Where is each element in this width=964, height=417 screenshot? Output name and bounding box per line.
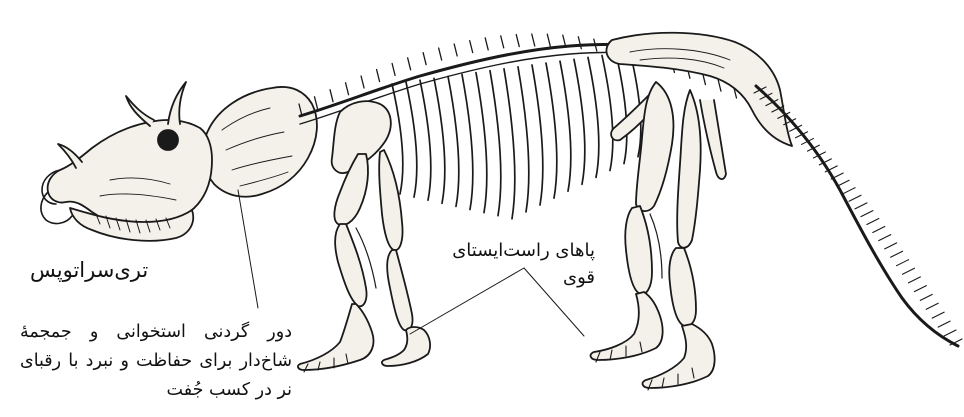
- tail-vertebra: [920, 294, 932, 300]
- rib: [448, 76, 459, 206]
- legs-annotation-line2: قوی: [445, 264, 595, 291]
- tail-vertebra: [855, 203, 867, 209]
- tail-vertebra: [902, 268, 914, 274]
- vertebra-spine: [532, 34, 535, 46]
- tail-vertebra: [891, 251, 903, 257]
- vertebra-spine: [516, 35, 519, 47]
- tail-vertebra: [885, 243, 897, 249]
- rib: [504, 69, 515, 219]
- subject-label: تری‌سراتوپس: [30, 258, 250, 282]
- brow-horn: [168, 82, 186, 124]
- vertebra-spine: [377, 70, 380, 82]
- tail-vertebra: [944, 330, 956, 336]
- tail-vertebra: [849, 195, 861, 201]
- legs-annotation-line1: پاهای راست‌ایستای: [445, 237, 595, 264]
- tail-vertebra: [879, 235, 891, 241]
- vertebra-spine: [578, 37, 581, 49]
- rib: [476, 73, 487, 213]
- rib: [490, 71, 501, 216]
- vertebra-spine: [501, 36, 504, 48]
- rib: [518, 67, 529, 212]
- neck-frill: [203, 87, 317, 197]
- rib: [588, 57, 599, 177]
- tail-vertebra: [837, 180, 849, 186]
- vertebra-spine: [470, 41, 473, 53]
- rib: [616, 54, 627, 164]
- tail-vertebra: [932, 312, 944, 318]
- frill-callout-line: [238, 190, 258, 308]
- rib: [546, 63, 557, 198]
- tail-vertebra: [867, 218, 879, 224]
- vertebra-spine: [423, 53, 426, 65]
- vertebra-spine: [346, 83, 349, 95]
- legs-annotation: پاهای راست‌ایستای قوی: [445, 237, 595, 291]
- rib: [602, 56, 613, 171]
- rib: [406, 82, 417, 197]
- tail-vertebra: [938, 321, 950, 327]
- vertebra-spine: [547, 34, 550, 46]
- front-legs: [298, 101, 430, 372]
- tail-vertebra: [861, 211, 873, 217]
- rib: [420, 80, 431, 200]
- skull: [41, 82, 317, 241]
- vertebra-spine: [408, 58, 411, 70]
- vertebra-spine: [330, 90, 333, 102]
- rib: [434, 78, 445, 203]
- rib: [462, 75, 473, 210]
- eye-socket: [158, 130, 178, 150]
- frill-annotation: دور گردنی استخوانی و جمجمهٔ شاخ‌دار برای…: [20, 318, 292, 405]
- tail-vertebra: [908, 277, 920, 283]
- hind-legs: [591, 82, 715, 390]
- rib: [560, 61, 571, 191]
- vertebra-spine: [718, 79, 721, 91]
- vertebra-spine: [439, 48, 442, 60]
- tail-vertebra: [897, 260, 909, 266]
- tail-vertebra: [873, 226, 885, 232]
- rib-cage: [392, 52, 641, 219]
- tail-vertebra: [843, 188, 855, 194]
- tail-vertebra: [926, 303, 938, 309]
- vertebra-spine: [454, 44, 457, 56]
- vertebra-spine: [392, 63, 395, 75]
- vertebra-spine: [315, 97, 318, 109]
- tail-vertebra: [914, 286, 926, 292]
- rib: [532, 65, 543, 205]
- vertebra-spine: [361, 76, 364, 88]
- rib: [574, 59, 585, 184]
- vertebra-spine: [485, 38, 488, 50]
